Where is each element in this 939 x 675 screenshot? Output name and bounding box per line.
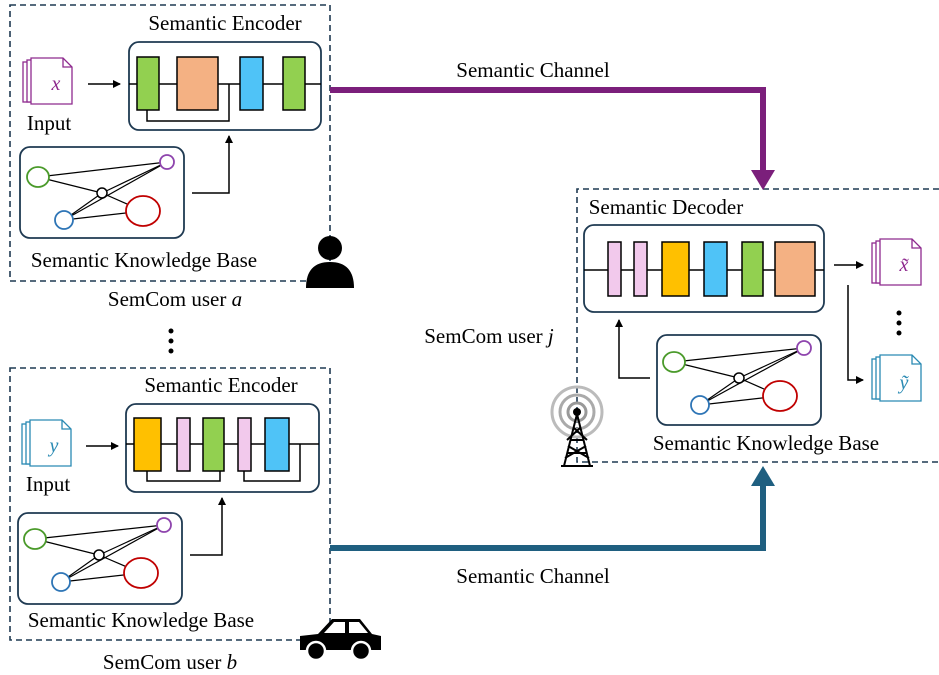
encoder-b-block-pink-1: [176, 417, 191, 472]
input-symbol-x: x: [51, 73, 61, 95]
user-b-region: [9, 367, 331, 641]
user-a-region: [9, 4, 331, 282]
semantic-channel-bottom-arrowhead: [751, 466, 775, 486]
decoder-block-pink-1: [607, 241, 622, 297]
knowledge-base-label-a: Semantic Knowledge Base: [31, 248, 257, 272]
ellipsis-dots-left: [168, 328, 174, 354]
encoder-title-a: Semantic Encoder: [148, 11, 301, 35]
semantic-channel-label-top: Semantic Channel: [456, 58, 610, 82]
person-icon: [306, 236, 354, 288]
encoder-b-block-green: [202, 417, 225, 472]
input-label-b: Input: [26, 472, 70, 496]
semantic-channel-bottom: [330, 484, 766, 551]
semantic-channel-top: [330, 87, 766, 170]
output-file-icon-y: [871, 354, 922, 402]
decoder-title-j: Semantic Decoder: [589, 195, 744, 219]
semantic-channel-top-arrowhead: [751, 170, 775, 190]
output-file-icon-x: [871, 238, 922, 286]
user-a-label: SemCom user a: [108, 287, 242, 311]
decoder-block-green: [741, 241, 764, 297]
input-file-icon-y: [21, 419, 72, 467]
car-icon: [300, 619, 381, 662]
decoder-block-pink-2: [633, 241, 648, 297]
knowledge-base-label-j: Semantic Knowledge Base: [653, 431, 879, 455]
knowledge-base-label-b: Semantic Knowledge Base: [28, 608, 254, 632]
decoder-block-blue: [703, 241, 728, 297]
user-b-label: SemCom user b: [103, 650, 237, 674]
input-label-a: Input: [27, 111, 71, 135]
semantic-channel-label-bottom: Semantic Channel: [456, 564, 610, 588]
encoder-b-block-blue: [264, 417, 290, 472]
decoder-block-yellow: [661, 241, 690, 297]
input-file-icon-x: [22, 57, 73, 105]
decoder-block-salmon: [774, 241, 816, 297]
encoder-a-block-blue: [239, 56, 264, 111]
encoder-a-block-green-1: [136, 56, 160, 111]
input-symbol-y: y: [48, 435, 59, 457]
user-j-region: [576, 188, 939, 463]
output-symbol-x: x̃: [899, 254, 909, 276]
encoder-title-b: Semantic Encoder: [144, 373, 297, 397]
ellipsis-dots-right: [896, 310, 902, 336]
antenna-tower-icon: [550, 385, 604, 467]
encoder-a-block-salmon: [176, 56, 219, 111]
encoder-a-block-green-2: [282, 56, 306, 111]
encoder-b-block-yellow: [133, 417, 162, 472]
output-symbol-y: ỹ: [898, 372, 910, 394]
user-j-label: SemCom user j: [424, 324, 554, 348]
encoder-b-block-pink-2: [237, 417, 252, 472]
